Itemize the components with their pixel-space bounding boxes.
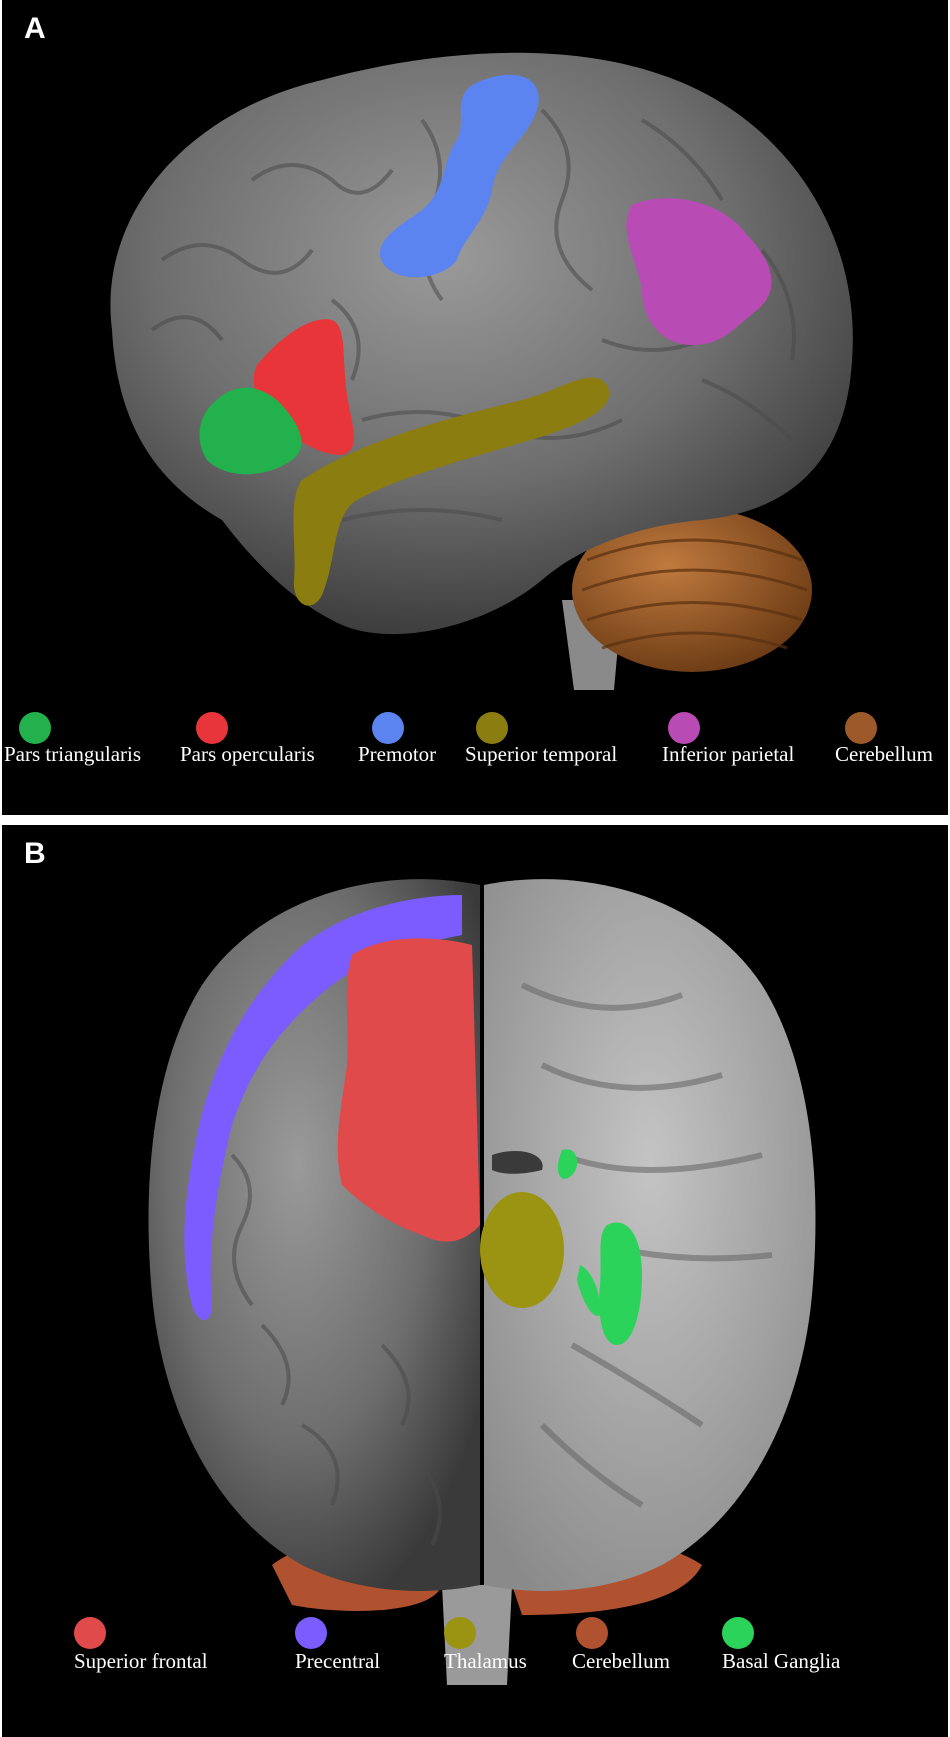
legend-dot-precentral	[295, 1617, 327, 1649]
panel-a: A Pars triangularis Pars opercularis Pre…	[2, 0, 948, 815]
legend-label-basal-ganglia: Basal Ganglia	[722, 1649, 841, 1673]
legend-dot-superior-frontal	[74, 1617, 106, 1649]
legend-dot-pars-triangularis	[19, 712, 51, 744]
legend-label-superior-frontal: Superior frontal	[74, 1649, 208, 1673]
precentral-region	[184, 895, 462, 1320]
legend-label-pars-opercularis: Pars opercularis	[180, 742, 315, 766]
legend-dot-inferior-parietal	[668, 712, 700, 744]
legend-dot-thalamus	[444, 1617, 476, 1649]
legend-label-premotor: Premotor	[358, 742, 437, 766]
cerebellum-region	[572, 508, 812, 672]
panel-label: A	[24, 12, 46, 45]
premotor-region	[380, 74, 539, 278]
legend-label-inferior-parietal: Inferior parietal	[662, 742, 795, 766]
legend-dot-cerebellum	[576, 1617, 608, 1649]
legend-label-cerebellum: Cerebellum	[572, 1649, 670, 1673]
legend-label-superior-temporal: Superior temporal	[465, 742, 618, 766]
basal-ganglia-upper	[557, 1149, 578, 1179]
superior-frontal-region	[337, 938, 480, 1242]
panel-label: B	[24, 837, 46, 870]
legend-label-thalamus: Thalamus	[444, 1649, 527, 1673]
right-hemisphere-section	[484, 879, 816, 1591]
legend-dot-superior-temporal	[476, 712, 508, 744]
legend-dot-pars-opercularis	[196, 712, 228, 744]
basal-ganglia-caudate	[577, 1265, 601, 1316]
legend-dot-cerebellum	[845, 712, 877, 744]
legend-label-precentral: Precentral	[295, 1649, 381, 1673]
lateral-brain-render	[110, 52, 853, 690]
legend-label-pars-triangularis: Pars triangularis	[4, 742, 142, 766]
thalamus-region	[480, 1192, 564, 1308]
pars-triangularis-region	[199, 387, 302, 475]
ventricle	[492, 1150, 543, 1174]
panel-b: B Superior frontal Precentral Thalamus C…	[2, 825, 948, 1737]
legend-label-cerebellum: Cerebellum	[835, 742, 933, 766]
cerebrum	[110, 52, 853, 635]
brainstem	[442, 1585, 512, 1685]
basal-ganglia-putamen	[599, 1222, 642, 1345]
legend-dot-premotor	[372, 712, 404, 744]
inferior-parietal-region	[626, 198, 772, 345]
coronal-brain-render	[148, 879, 816, 1685]
legend-dot-basal-ganglia	[722, 1617, 754, 1649]
superior-temporal-region	[293, 377, 610, 606]
